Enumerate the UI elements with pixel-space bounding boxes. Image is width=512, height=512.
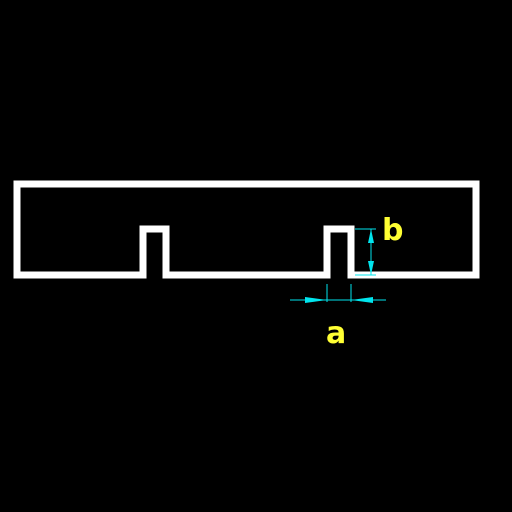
dimension-a xyxy=(290,284,386,303)
dimension-b-label: b xyxy=(382,213,403,248)
dimension-b xyxy=(355,228,376,276)
dimension-a-arrow-left xyxy=(305,297,327,303)
dimension-b-arrow-bottom xyxy=(368,261,374,275)
dimension-a-label: a xyxy=(326,316,346,351)
notched-bar-profile xyxy=(13,180,480,279)
dimension-b-arrow-top xyxy=(368,229,374,243)
dimension-a-arrow-right xyxy=(351,297,373,303)
